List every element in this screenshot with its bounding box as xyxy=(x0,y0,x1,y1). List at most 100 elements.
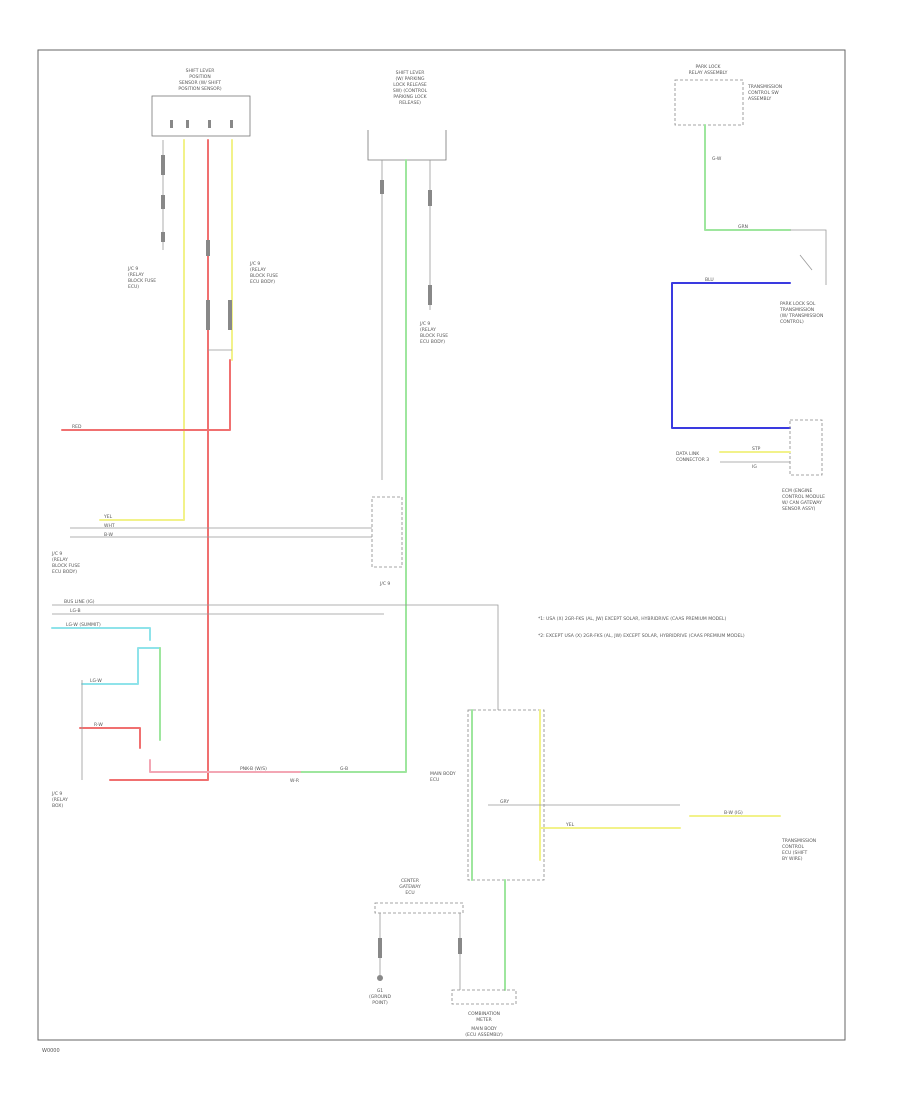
joint-connector-label-0: J/C 9 xyxy=(379,581,390,587)
ecm-label-3: SENSOR ASSY) xyxy=(782,506,816,512)
shift-lever-mid-label-2: LOCK RELEASE xyxy=(393,82,427,88)
lower-left-jc-2: BLOCK FUSE xyxy=(52,563,80,569)
transmission-right-2: ECU (SHIFT xyxy=(782,850,808,856)
park-lock-solenoid-0: PARK LOCK SOL xyxy=(780,301,816,307)
combination-meter-0: COMBINATION xyxy=(468,1011,500,1017)
park-lock-label-1: RELAY ASSEMBLY xyxy=(689,70,728,76)
shift-lever-mid-block: SHIFT LEVER (W/ PARKING LOCK RELEASE SW)… xyxy=(367,70,447,161)
transmission-right-3: BY WIRE) xyxy=(782,856,803,862)
shift-lever-jc-label-0: J/C 9 xyxy=(127,266,138,272)
park-lock-solenoid-2: (W/ TRANSMISSION xyxy=(780,313,823,319)
center-gw-0: CENTER xyxy=(401,878,419,884)
yellow-top-label-3: ECU BODY) xyxy=(250,279,275,285)
ecm-label-2: W/ CAN GATEWAY xyxy=(782,500,822,506)
shift-lever-sensor-label-2: SENSOR (W/ SHIFT xyxy=(179,80,221,86)
wire-label-gray-1: GRY xyxy=(500,799,509,805)
wire-label-cyan-2: LG-W xyxy=(90,678,102,684)
wire-red-short-2 xyxy=(79,727,141,749)
wire-red-long xyxy=(109,139,209,781)
lower-left-jc-1: (RELAY xyxy=(52,557,68,563)
park-lock-solenoid-3: CONTROL) xyxy=(780,319,804,325)
main-body-ecu-label-0: MAIN BODY xyxy=(430,771,456,777)
wire-label-cyan: LG-W (SUMMIT) xyxy=(66,622,101,628)
wire-label-blue: BLU xyxy=(705,277,714,283)
transmission-right-0: TRANSMISSION xyxy=(781,838,816,844)
wire-label-yellow-left: YEL xyxy=(103,514,113,520)
mid-jc-label-2: BLOCK FUSE xyxy=(420,333,448,339)
yellow-top-label-2: BLOCK FUSE xyxy=(250,273,278,279)
ecm-label-1: CONTROL MODULE xyxy=(782,494,825,500)
shift-lever-sensor-block: SHIFT LEVER POSITION SENSOR (W/ SHIFT PO… xyxy=(151,68,251,137)
transmission-top-0: TRANSMISSION xyxy=(747,84,782,90)
lower-left-jc-0: J/C 9 xyxy=(51,551,62,557)
shift-lever-jc-label-2: BLOCK FUSE xyxy=(128,278,156,284)
shift-lever-jc-label-3: ECU) xyxy=(128,284,139,290)
wire-label-yellow-3: YEL xyxy=(565,822,575,828)
wire-label-white-1: WHT xyxy=(104,523,115,529)
ground-bottom-0: G1 xyxy=(377,988,383,994)
wire-red-short xyxy=(61,359,231,431)
wire-green-top xyxy=(704,124,791,231)
shift-lever-mid-label-1: (W/ PARKING xyxy=(396,76,425,82)
wire-label-bus-top: BUS LINE (IG) xyxy=(64,599,95,605)
center-gw-1: GATEWAY xyxy=(399,884,421,890)
mid-jc-label-1: (RELAY xyxy=(420,327,436,333)
yellow-top-label-1: (RELAY xyxy=(250,267,266,273)
wire-pink xyxy=(149,759,301,773)
shift-lever-sensor-label-1: POSITION xyxy=(189,74,210,80)
shift-lever-mid-label-4: PARKING LOCK xyxy=(393,94,427,100)
wire-blue xyxy=(671,282,791,429)
transmission-top-2: ASSEMBLY xyxy=(748,96,772,102)
wire-label-green-top: GRN xyxy=(738,224,748,230)
main-body-ecu-label-1: ECU xyxy=(430,777,439,783)
wire-green-mid xyxy=(299,159,407,773)
right-diag-0: DATA LINK xyxy=(676,451,700,457)
page-code: W0000 xyxy=(42,1048,60,1054)
wire-label-ecm-1: STP xyxy=(752,446,761,452)
yellow-top-label-0: J/C 9 xyxy=(249,261,260,267)
shift-lever-sensor-label-3: POSITION SENSOR) xyxy=(178,86,221,92)
main-body-ecu-box xyxy=(467,709,545,881)
wire-label-white-2: B-W xyxy=(104,532,114,538)
shift-lever-sensor-connector xyxy=(151,95,251,137)
combination-meter-box xyxy=(451,989,517,1005)
wire-label-pink: PNK-B (W/S) xyxy=(240,766,267,772)
shift-lever-mid-label-3: SW) (CONTROL xyxy=(393,88,428,94)
wire-cyan xyxy=(51,627,151,641)
shift-lever-jc-label-1: (RELAY xyxy=(128,272,144,278)
wire-label-bus-2: LG-B xyxy=(70,608,81,614)
ecm-box xyxy=(789,419,823,476)
wire-label-ecm-2: IG xyxy=(752,464,757,470)
combination-meter-1: METER xyxy=(476,1017,491,1023)
park-lock-label-0: PARK LOCK xyxy=(696,64,722,70)
lower-left-jc-3: ECU BODY) xyxy=(52,569,77,575)
center-gw-box xyxy=(374,902,464,914)
ecm-label-0: ECM (ENGINE xyxy=(782,488,812,494)
ground-bottom-2: POINT) xyxy=(372,1000,388,1006)
diagram-frame xyxy=(37,49,846,1041)
ground-dot xyxy=(377,975,383,981)
wire-label-green: G-B xyxy=(340,766,348,772)
note-2: *2: EXCEPT USA (X) 2GR-FKS (AL, JW) EXCE… xyxy=(538,633,745,639)
park-lock-solenoid-frame xyxy=(790,229,827,285)
ground-left-1: (RELAY xyxy=(52,797,68,803)
wire-label-red-2: R-W xyxy=(94,722,103,728)
mid-jc-label-0: J/C 9 xyxy=(419,321,430,327)
ground-left-0: J/C 9 xyxy=(51,791,62,797)
ground-left-2: BOX) xyxy=(52,803,63,809)
note-1: *1: USA (X) 2GR-FKS (AL, JW) EXCEPT SOLA… xyxy=(538,616,726,622)
transmission-right-1: CONTROL xyxy=(782,844,804,850)
bottom-footer-0: MAIN BODY xyxy=(471,1026,497,1032)
shift-lever-mid-label-5: RELEASE) xyxy=(399,100,421,106)
right-diag-1: CONNECTOR 3 xyxy=(676,457,709,463)
transmission-top-1: CONTROL SW xyxy=(748,90,779,96)
wire-yellow-left xyxy=(99,139,185,521)
mid-jc-label-3: ECU BODY) xyxy=(420,339,445,345)
wire-label-yellow-4: B-W (IG) xyxy=(724,810,743,816)
shift-lever-sensor-label-0: SHIFT LEVER xyxy=(186,68,215,74)
shift-lever-mid-label-0: SHIFT LEVER xyxy=(396,70,425,76)
joint-connector-box xyxy=(371,496,403,568)
ground-bottom-1: (GROUND xyxy=(369,994,392,1000)
transmission-top-box xyxy=(674,79,744,126)
